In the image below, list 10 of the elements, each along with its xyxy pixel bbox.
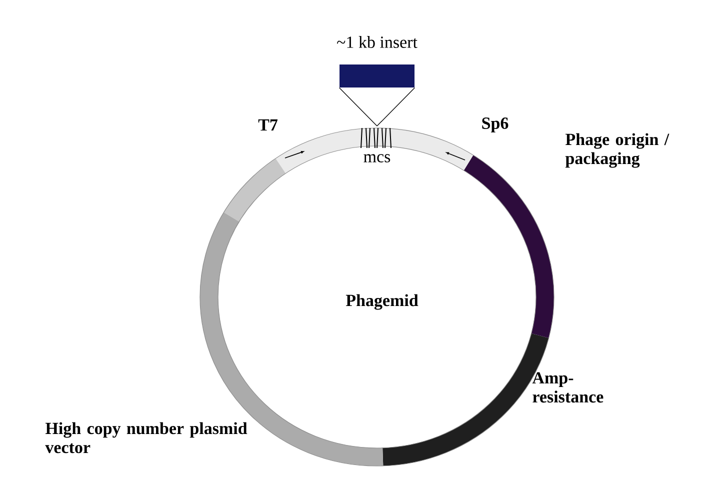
insert-line — [376, 87, 416, 126]
insert-line — [338, 87, 378, 126]
region-label: Phage origin / packaging — [565, 133, 670, 168]
vector-label: High copy number plasmid vector — [45, 422, 248, 454]
promoter-label: T7 — [258, 119, 278, 131]
insert-label: ~1 kb insert — [337, 36, 418, 48]
plasmid-name: Phagemid — [346, 294, 418, 310]
site-label: mcs — [364, 154, 390, 162]
region-label: Amp-resistance — [532, 372, 604, 403]
promoter-label: Sp6 — [482, 118, 508, 132]
